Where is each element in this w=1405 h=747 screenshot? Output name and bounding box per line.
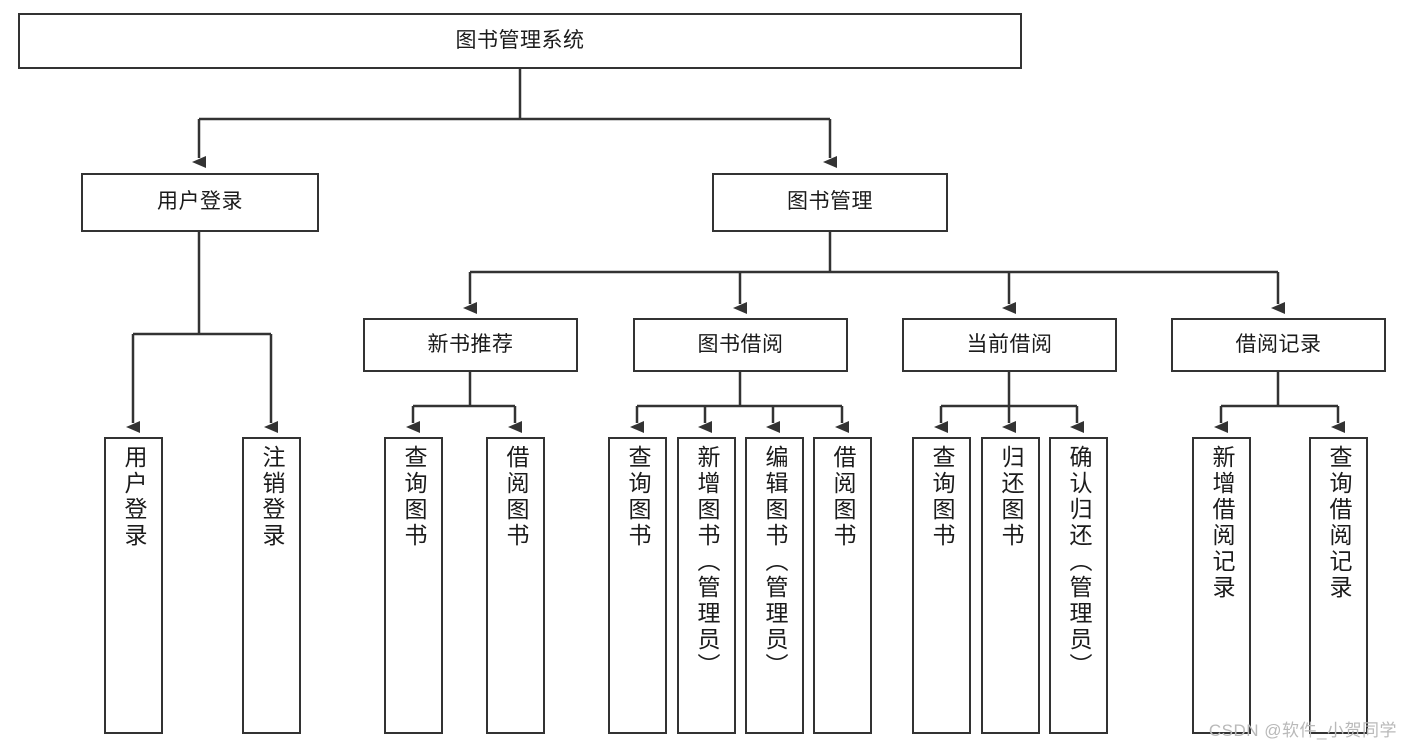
node-book-management[interactable]: 图书管理	[712, 173, 948, 232]
csdn-watermark: CSDN @软件_小贺同学	[1208, 721, 1397, 740]
node-leaf-edit-book-admin[interactable]: 编辑图书（管理员）	[745, 437, 804, 734]
node-label: 编辑图书（管理员）	[762, 445, 788, 679]
node-new-book-recommend[interactable]: 新书推荐	[363, 318, 578, 372]
node-book-management-system[interactable]: 图书管理系统	[18, 13, 1022, 69]
node-leaf-query-book-3[interactable]: 查询图书	[912, 437, 971, 734]
node-leaf-query-borrow-record[interactable]: 查询借阅记录	[1309, 437, 1368, 734]
node-label: 归还图书	[998, 445, 1024, 549]
node-leaf-add-book-admin[interactable]: 新增图书（管理员）	[677, 437, 736, 734]
node-label: 注销登录	[259, 445, 285, 549]
node-borrow-record[interactable]: 借阅记录	[1171, 318, 1386, 372]
node-leaf-query-book-1[interactable]: 查询图书	[384, 437, 443, 734]
node-label: 查询图书	[401, 445, 427, 549]
node-label: 当前借阅	[966, 332, 1053, 356]
node-label: 确认归还（管理员）	[1066, 445, 1092, 679]
node-leaf-confirm-return-admin[interactable]: 确认归还（管理员）	[1049, 437, 1108, 734]
node-leaf-query-book-2[interactable]: 查询图书	[608, 437, 667, 734]
node-label: 查询借阅记录	[1326, 445, 1352, 601]
node-leaf-borrow-book-1[interactable]: 借阅图书	[486, 437, 545, 734]
node-label: 用户登录	[157, 190, 243, 214]
node-leaf-borrow-book-2[interactable]: 借阅图书	[813, 437, 872, 734]
node-label: 借阅记录	[1235, 332, 1322, 356]
node-label: 新书推荐	[427, 332, 514, 356]
node-label: 借阅图书	[830, 445, 856, 549]
node-label: 查询图书	[929, 445, 955, 549]
node-leaf-user-login[interactable]: 用户登录	[104, 437, 163, 734]
node-user-login[interactable]: 用户登录	[81, 173, 319, 232]
node-leaf-add-borrow-record[interactable]: 新增借阅记录	[1192, 437, 1251, 734]
node-label: 新增借阅记录	[1209, 445, 1235, 601]
node-label: 借阅图书	[503, 445, 529, 549]
node-leaf-logout-login[interactable]: 注销登录	[242, 437, 301, 734]
node-label: 用户登录	[121, 445, 147, 549]
node-leaf-return-book[interactable]: 归还图书	[981, 437, 1040, 734]
node-label: 图书借阅	[697, 332, 784, 356]
node-label: 新增图书（管理员）	[694, 445, 720, 679]
node-label: 查询图书	[625, 445, 651, 549]
node-label: 图书管理系统	[455, 28, 585, 52]
node-current-borrow[interactable]: 当前借阅	[902, 318, 1117, 372]
node-book-borrow[interactable]: 图书借阅	[633, 318, 848, 372]
node-label: 图书管理	[787, 190, 873, 214]
